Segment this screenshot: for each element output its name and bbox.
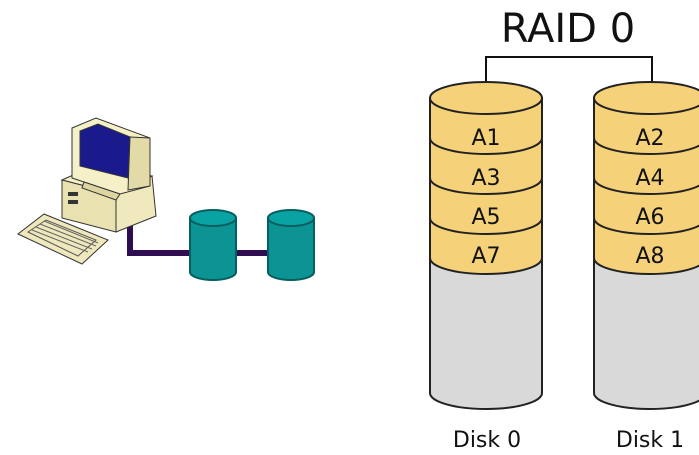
keyboard-icon [17, 213, 109, 265]
disk-cylinder-icon [189, 209, 237, 281]
disk-0-top [429, 81, 543, 115]
disk-0-label: Disk 0 [453, 428, 521, 453]
cable-line [127, 224, 190, 256]
disk-1-block-a2: A2 [635, 126, 664, 151]
disk-0-block-a3: A3 [471, 166, 500, 191]
disk-1-block-a8: A8 [635, 244, 664, 269]
disk-1-top [593, 81, 699, 115]
disk-0-block-a5: A5 [471, 205, 500, 230]
title-connector [485, 56, 653, 95]
disk-0-block-a1: A1 [471, 126, 500, 151]
disk-0-block-band [429, 97, 543, 275]
diagram-title: RAID 0 [501, 6, 635, 52]
disk-cylinder-icon-2 [267, 209, 315, 281]
disk-1: A2 A4 A6 A8 Disk 1 [593, 81, 699, 453]
disk-1-block-a6: A6 [635, 205, 664, 230]
disk-1-block-a4: A4 [635, 166, 664, 191]
disk-1-block-band [593, 97, 699, 275]
disk-0: A1 A3 A5 A7 Disk 0 [429, 81, 543, 453]
disk-0-block-a7: A7 [471, 244, 500, 269]
computer-icon [60, 117, 268, 256]
disk-1-label: Disk 1 [616, 428, 684, 453]
